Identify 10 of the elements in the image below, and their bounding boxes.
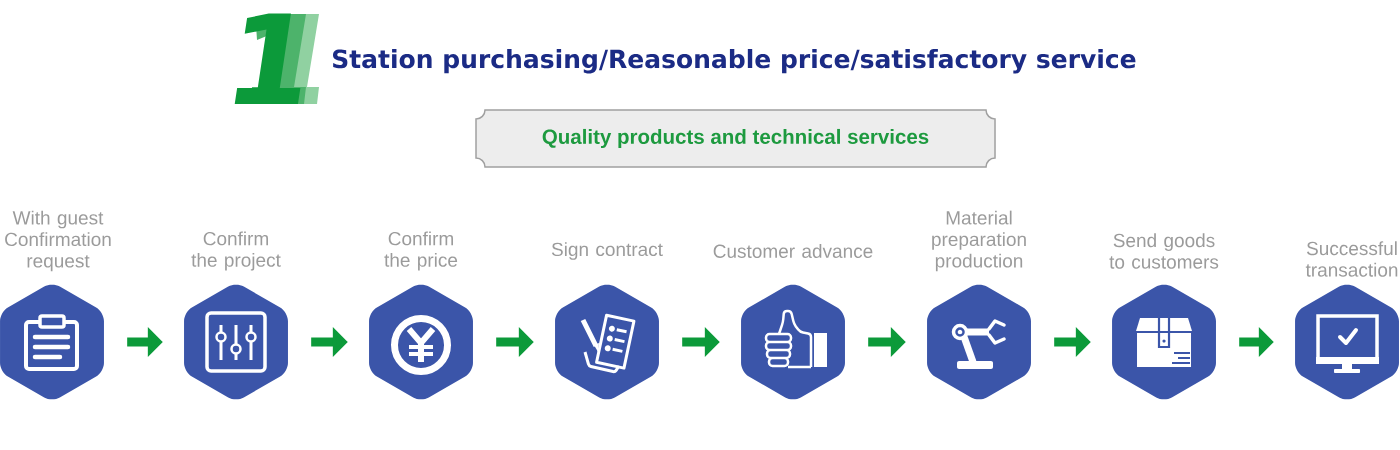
step-label: Confirm the price xyxy=(384,231,458,271)
step-label: Confirm the project xyxy=(191,231,281,271)
title: Station purchasing/Reasonable price/satisfactory service xyxy=(333,49,1136,74)
step-label: Sign contract xyxy=(551,242,663,260)
banner: Quality products and technical services xyxy=(475,109,996,168)
step-label: Send goods to customers xyxy=(1109,233,1219,269)
step-label: Material preparation production xyxy=(932,210,1026,272)
step-label: Successful transaction xyxy=(1305,241,1398,277)
step-label: Customer advance xyxy=(713,244,873,258)
step-label: With guest Confirmation request xyxy=(5,210,111,272)
